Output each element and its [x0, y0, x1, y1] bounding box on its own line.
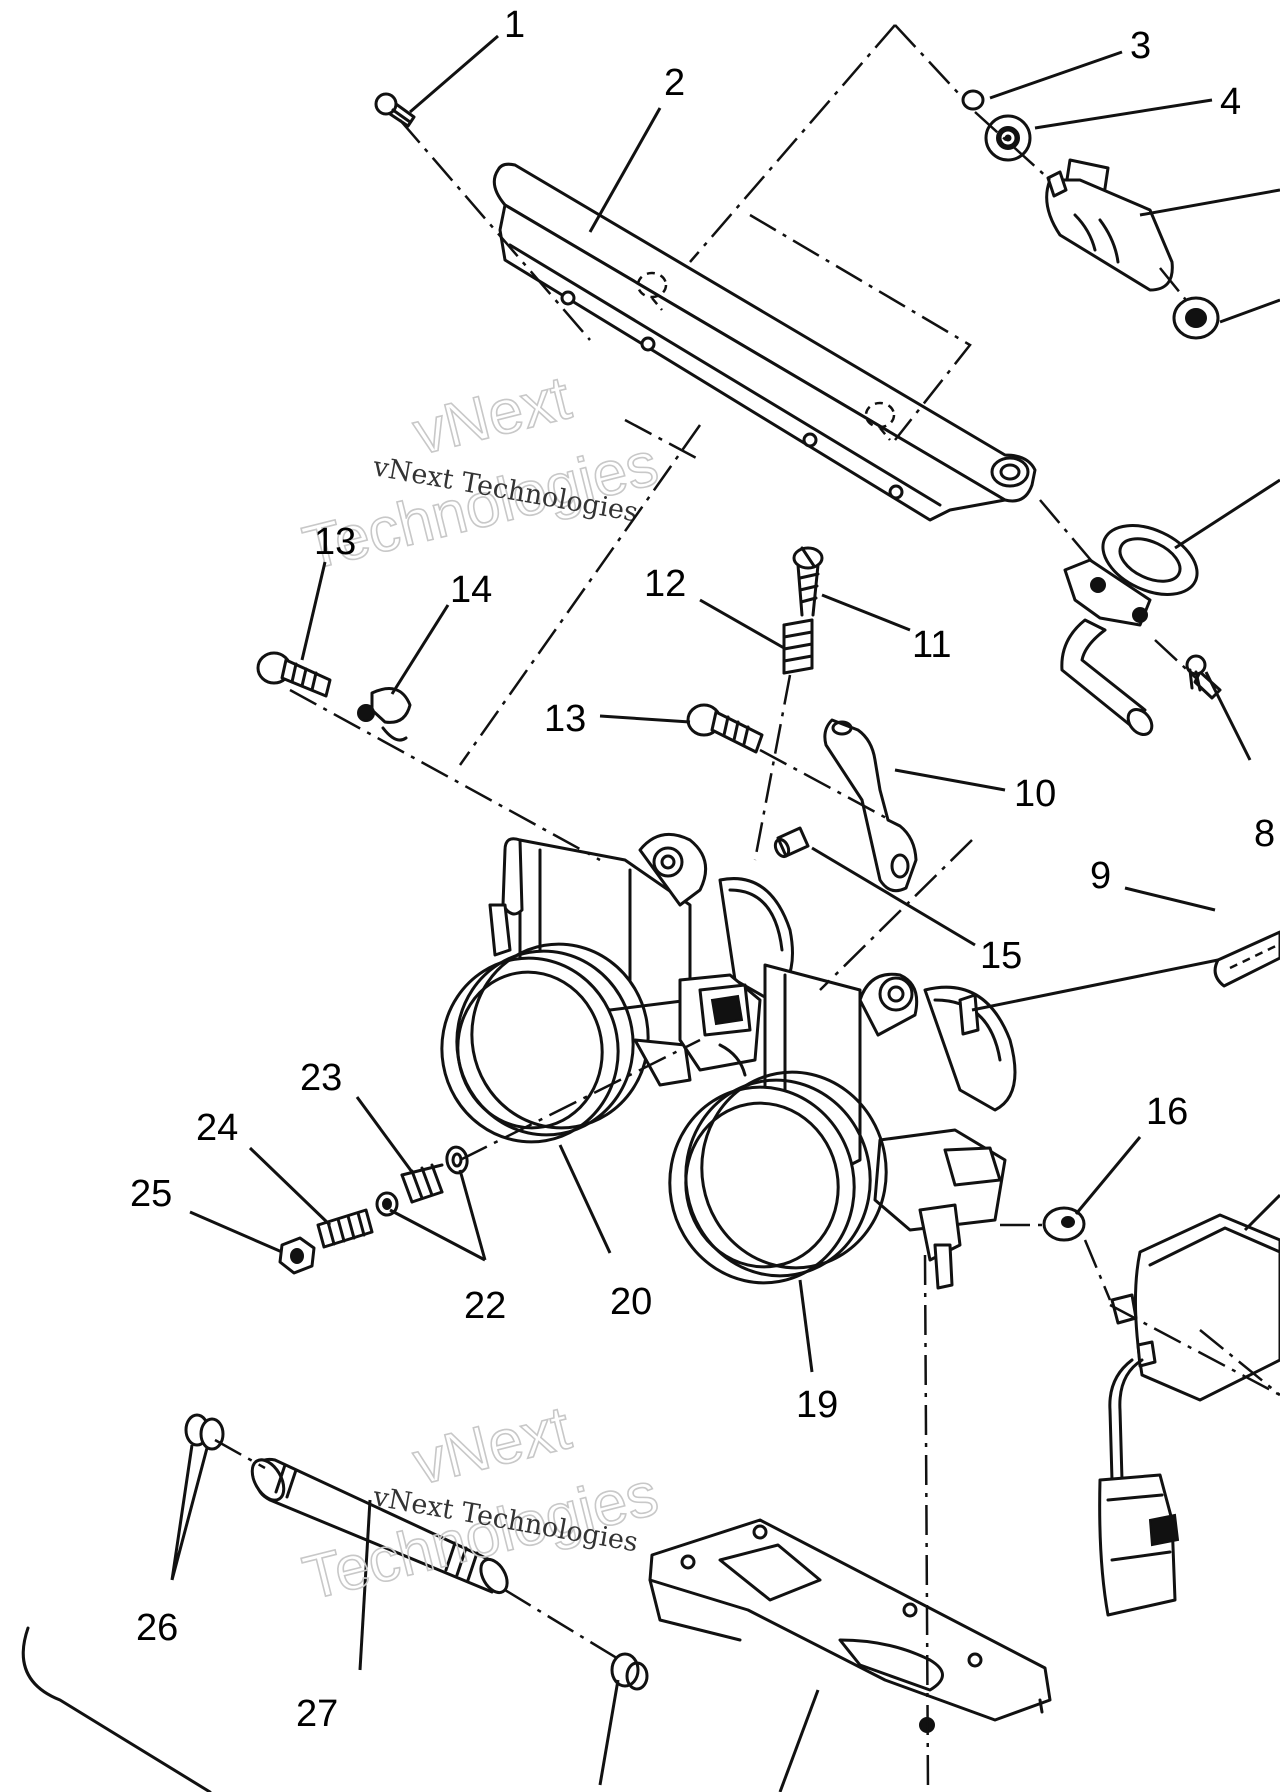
screw-part-13-left	[256, 651, 332, 698]
callout-9: 9	[1090, 855, 1111, 897]
throttle-body-part-19	[668, 963, 1017, 1290]
callout-15: 15	[980, 935, 1022, 977]
shaft-part-27	[250, 1457, 509, 1595]
callout-12: 12	[644, 563, 686, 605]
throttle-position-sensor	[1098, 1213, 1280, 1617]
washer-part-22-large	[445, 1145, 469, 1175]
callout-13-left: 13	[314, 521, 356, 563]
spring-part-23	[400, 1163, 444, 1204]
callout-2: 2	[664, 62, 685, 104]
screw-part-11	[792, 546, 824, 617]
callout-23: 23	[300, 1057, 342, 1099]
callout-1: 1	[504, 4, 525, 46]
callout-13-center: 13	[544, 698, 586, 740]
nut-part-25	[278, 1236, 316, 1275]
callout-20: 20	[610, 1281, 652, 1323]
o-ring-part-3	[961, 89, 985, 111]
pressure-regulator	[1060, 524, 1222, 737]
screw-part-1	[374, 92, 416, 128]
callout-16: 16	[1146, 1091, 1188, 1133]
leader-lines	[170, 34, 1280, 1792]
assembly-center-lines	[214, 24, 1280, 1792]
callout-10: 10	[1014, 773, 1056, 815]
fuel-rail-part-2	[492, 162, 1037, 522]
mounting-plate	[648, 1518, 1052, 1733]
callout-26: 26	[136, 1607, 178, 1649]
callout-11: 11	[912, 624, 951, 666]
frame-outline	[21, 1626, 212, 1792]
pin-part-15	[773, 826, 810, 859]
throttle-body-center-linkage	[678, 973, 762, 1077]
callout-labels: 1 2 3 4 8 9 10 11 12 13 13 14 15 16 19 2…	[130, 4, 1275, 1735]
screw-part-13-center	[686, 703, 764, 754]
callout-8: 8	[1254, 813, 1275, 855]
screw-part-8	[1185, 654, 1207, 692]
clip-part-14	[357, 687, 412, 742]
rod-part-9	[1213, 930, 1280, 988]
fuel-injector	[1045, 158, 1220, 340]
nut-part-4	[984, 114, 1032, 162]
callout-19: 19	[796, 1384, 838, 1426]
washer-part-16	[1042, 1206, 1086, 1242]
callout-4: 4	[1220, 81, 1241, 123]
callout-27: 27	[296, 1693, 338, 1735]
spring-part-12	[782, 618, 814, 675]
callout-24: 24	[196, 1107, 238, 1149]
throttle-body-part-20	[440, 832, 794, 1144]
bracket-part-10	[823, 718, 918, 893]
callout-25: 25	[130, 1173, 172, 1215]
threaded-stud-part-24	[316, 1208, 374, 1249]
callout-22: 22	[464, 1285, 506, 1327]
callout-3: 3	[1130, 25, 1151, 67]
callout-14: 14	[450, 569, 492, 611]
